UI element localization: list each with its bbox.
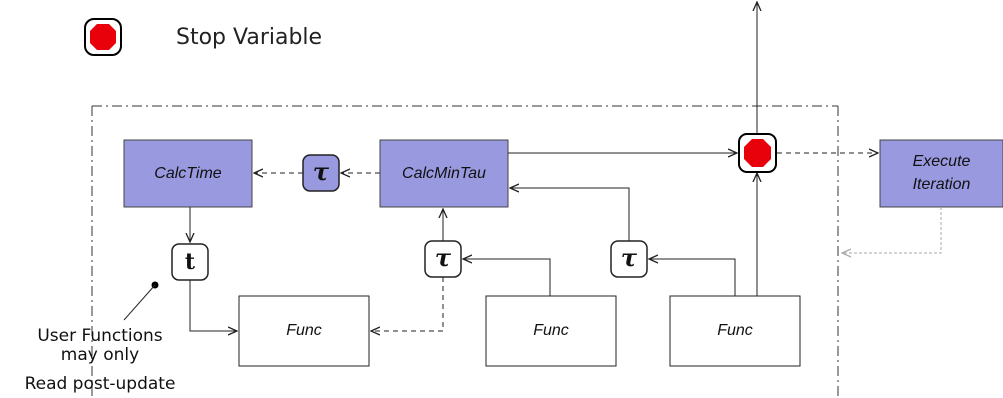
calc-time-box: [123, 139, 253, 208]
note-line-2: may only: [60, 344, 140, 365]
boundary-frame: [91, 105, 839, 398]
func-left-label: Func: [286, 322, 322, 339]
legend-label: Stop Variable: [176, 24, 323, 50]
t-token: t: [184, 249, 196, 275]
tau-token-mid: τ: [434, 242, 452, 272]
calc-time-label: CalcTime: [154, 164, 222, 182]
func-middle-label: Func: [533, 322, 569, 339]
tau-token-top: τ: [312, 156, 330, 186]
stop-variable-node: [738, 133, 777, 173]
connectors: [190, 2, 878, 331]
tau-token-right: τ: [620, 242, 638, 272]
func-right-label: Func: [717, 322, 753, 339]
execute-iteration-label-line1: Execute: [912, 153, 971, 170]
execute-iteration-box: [879, 139, 1003, 208]
note-line-3: Read post-update: [24, 373, 176, 394]
func-middle-box: [485, 295, 617, 367]
func-left-box: [238, 295, 370, 367]
legend-stop-icon: [84, 18, 122, 56]
execute-return-link: [842, 207, 942, 253]
calc-min-tau-label: CalcMinTau: [402, 164, 486, 182]
func-right-box: [669, 295, 801, 367]
note-line-1: User Functions: [37, 325, 163, 346]
execute-iteration-label-line2: Iteration: [912, 176, 971, 193]
calc-min-tau-box: [379, 139, 509, 208]
note-pointer: [123, 281, 159, 321]
